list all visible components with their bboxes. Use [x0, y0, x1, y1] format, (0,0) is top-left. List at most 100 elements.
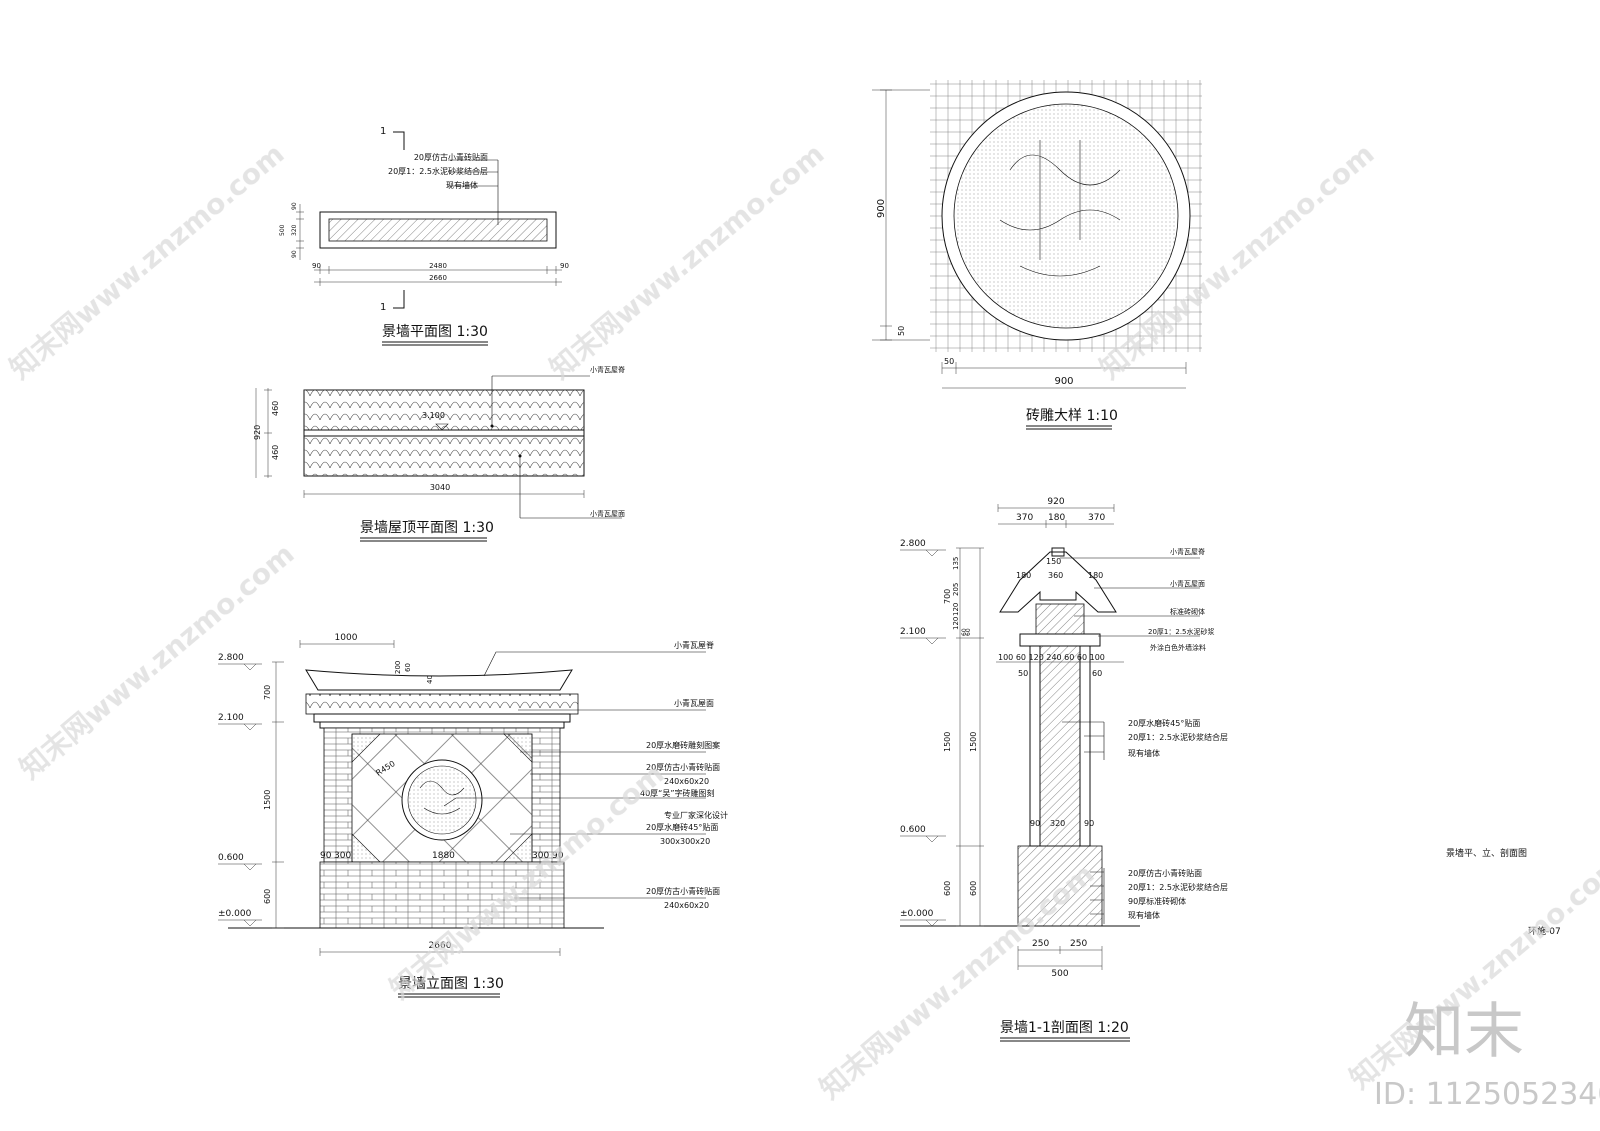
brand-logo: 知末	[1404, 997, 1524, 1067]
section-label-10: 20厚1：2.5水泥砂浆结合层	[1128, 882, 1228, 892]
roof-dim-3040: 3040	[430, 483, 450, 492]
section-label-7: 20厚1：2.5水泥砂浆结合层	[1128, 732, 1228, 742]
elev-dim-600: 600	[263, 889, 272, 904]
elev-level-0600: 0.600	[218, 853, 244, 863]
section-dim-600b: 600	[969, 881, 978, 896]
plan-view: 1 1 20厚仿古小青砖贴面 20厚1：2.5水泥砂浆结合层 现有墙体 90 3…	[279, 126, 569, 346]
plan-dim-2480: 2480	[429, 262, 447, 270]
section-dim-250a: 250	[1032, 939, 1049, 949]
detail-dim-50v: 50	[897, 326, 906, 336]
section-view: 920 370 180 370 150 180 360 180 2.800 2.…	[900, 497, 1228, 1042]
roof-plan-view: 小青瓦屋脊 小青瓦屋面 3.100 460 460 920 3040 景墙屋顶平…	[253, 365, 625, 542]
elev-label-9: 300x300x20	[660, 837, 710, 846]
plan-dim-90b: 90	[291, 250, 298, 258]
drawing-name: 景墙平、立、剖面图	[1446, 847, 1527, 859]
detail-view: 900 50 50 900 砖雕大样 1:10	[872, 80, 1202, 430]
elev-dim-40: 40	[426, 675, 434, 684]
roof-title: 景墙屋顶平面图 1:30	[360, 520, 494, 536]
roof-dim-920: 920	[253, 425, 262, 440]
section-dim-180r: 180	[1088, 571, 1103, 580]
section-dim-500: 500	[1051, 969, 1068, 979]
section-label-11: 90厚标准砖砌体	[1128, 896, 1186, 906]
roof-dim-460a: 460	[271, 401, 280, 416]
elev-label-7: 专业厂家深化设计	[664, 810, 728, 820]
elev-roof-tiles	[305, 693, 579, 715]
elev-dim-300a: 300	[334, 851, 351, 861]
elev-label-2: 小青瓦屋面	[674, 698, 714, 708]
section-label-5: 外涂白色外墙涂料	[1150, 643, 1206, 652]
section-mark-top: 1	[380, 126, 386, 137]
section-label-6: 20厚水磨砖45°贴面	[1128, 718, 1200, 728]
elev-dim-1000: 1000	[335, 633, 358, 643]
elev-level-2800: 2.800	[218, 653, 244, 663]
section-dim-1500a: 1500	[943, 732, 952, 752]
elev-ridge	[305, 669, 573, 691]
detail-dim-900v: 900	[876, 199, 887, 218]
detail-dim-50h: 50	[944, 357, 954, 366]
section-label-12: 现有墙体	[1128, 910, 1160, 920]
elev-label-8: 20厚水磨砖45°贴面	[646, 822, 718, 832]
plan-dim-2660: 2660	[429, 274, 447, 282]
elev-dim-90a: 90	[320, 851, 332, 861]
plan-dim-500: 500	[279, 224, 286, 236]
section-dim-180l: 180	[1016, 571, 1031, 580]
section-dim-60b: 60	[965, 628, 972, 636]
section-dim-920: 920	[1047, 497, 1064, 507]
elev-level-2100: 2.100	[218, 713, 244, 723]
elev-dim-60: 60	[404, 663, 412, 672]
section-roof	[999, 551, 1117, 613]
section-dim-row: 100 60 120 240 60 60 100	[998, 653, 1105, 662]
section-label-1: 小青瓦屋脊	[1170, 547, 1205, 556]
plan-label-1: 20厚仿古小青砖贴面	[414, 152, 488, 162]
section-dim-150: 150	[1046, 557, 1061, 566]
section-dim-1500b: 1500	[969, 732, 978, 752]
section-level-2100: 2.100	[900, 627, 926, 637]
plan-hatch	[328, 218, 548, 242]
plan-outline	[319, 211, 557, 249]
section-dim-120a: 120	[952, 603, 960, 616]
section-dim-90b: 90	[1084, 819, 1094, 828]
elev-label-3: 20厚水磨砖雕刻图案	[646, 740, 720, 750]
section-dim-320: 320	[1050, 819, 1065, 828]
section-core	[1039, 645, 1081, 847]
section-dim-180: 180	[1048, 513, 1065, 523]
section-level-0000: ±0.000	[900, 909, 934, 919]
section-dim-135: 135	[952, 557, 960, 570]
section-levels: 2.800 2.100 0.600 ±0.000	[900, 539, 946, 927]
section-base	[1017, 845, 1103, 927]
section-label-8: 现有墙体	[1128, 748, 1160, 758]
section-label-2: 小青瓦屋面	[1170, 579, 1205, 588]
roof-level: 3.100	[422, 411, 445, 420]
watermark-6: 知末网www.znzmo.com	[813, 857, 1100, 1105]
watermark-4: 知末网www.znzmo.com	[13, 537, 300, 785]
plan-title: 景墙平面图 1:30	[382, 324, 488, 340]
elev-label-10: 20厚仿古小青砖贴面	[646, 886, 720, 896]
watermarks: 知末网www.znzmo.com 知末网www.znzmo.com 知末网www…	[3, 137, 1600, 1105]
detail-glyph	[999, 140, 1121, 277]
section-title: 景墙1-1剖面图 1:20	[1000, 1020, 1129, 1036]
watermark-1: 知末网www.znzmo.com	[3, 137, 290, 385]
section-dim-90a: 90	[1030, 819, 1040, 828]
section-label-4: 20厚1：2.5水泥砂浆	[1148, 627, 1215, 636]
detail-dim-900h: 900	[1054, 376, 1073, 387]
section-dim-60: 60	[1092, 669, 1102, 678]
plan-dim-90a: 90	[291, 202, 298, 210]
detail-title: 砖雕大样 1:10	[1026, 408, 1118, 424]
roof-label-bottom: 小青瓦屋面	[590, 509, 625, 518]
plan-dim-90l: 90	[312, 262, 321, 270]
elev-dim-300b: 300	[532, 851, 549, 861]
elev-levels: 2.800 2.100 0.600 ±0.000	[218, 653, 262, 927]
section-dim-600a: 600	[943, 881, 952, 896]
elev-label-4: 20厚仿古小青砖贴面	[646, 762, 720, 772]
section-label-9: 20厚仿古小青砖贴面	[1128, 868, 1202, 878]
section-dim-60a: 60	[961, 628, 968, 636]
elev-leaders: 小青瓦屋脊 小青瓦屋面 20厚水磨砖雕刻图案 20厚仿古小青砖贴面 240x60…	[443, 640, 728, 910]
section-dim-50: 50	[1018, 669, 1028, 678]
section-dim-370a: 370	[1016, 513, 1033, 523]
plan-dim-90r: 90	[560, 262, 569, 270]
plan-label-3: 现有墙体	[446, 180, 478, 190]
elev-label-5: 240x60x20	[664, 777, 709, 786]
section-dim-120b: 120	[952, 617, 960, 630]
section-dim-370b: 370	[1088, 513, 1105, 523]
